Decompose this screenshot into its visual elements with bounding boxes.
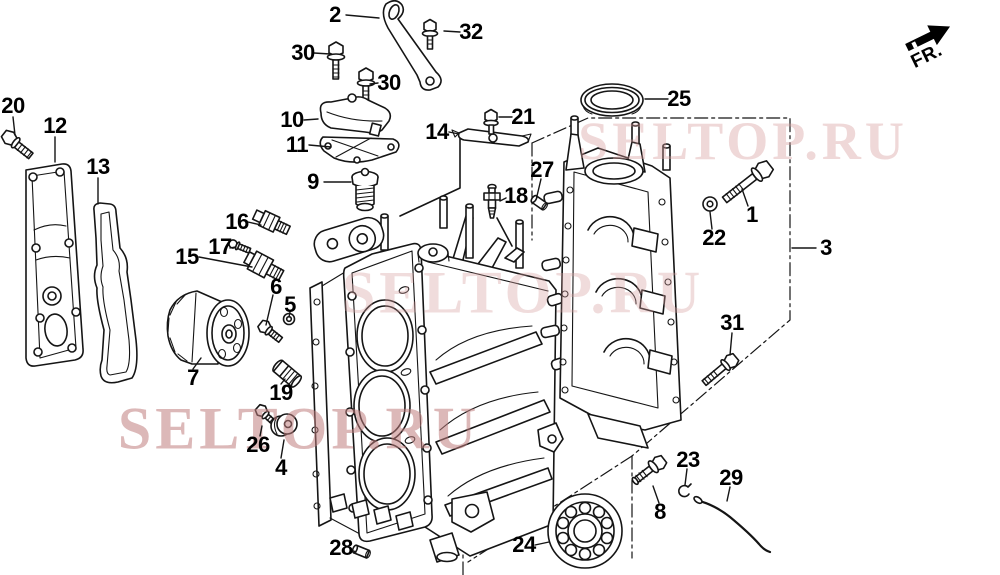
leader-line-4 [280,439,285,459]
leader-line-1 [741,188,749,207]
leader-line-5 [288,311,291,318]
leader-line-24 [534,541,550,546]
leader-line-2 [345,14,380,19]
leader-line-20 [12,116,16,136]
part-label-6: 6 [270,274,282,299]
bolt-21-drawing [483,108,499,135]
leader-line-7 [192,357,202,370]
leader-line-30 [313,52,331,55]
part-label-14: 14 [425,119,449,144]
bolt-31-drawing [701,352,740,387]
part-label-25: 25 [667,86,691,111]
joint-plate-14-drawing [451,128,532,147]
leader-line-29 [726,486,731,502]
part-label-2: 2 [329,2,341,27]
part-label-27: 27 [530,157,554,182]
dowel-pin-27-drawing [530,194,549,211]
part-label-8: 8 [654,499,666,524]
part-label-31: 31 [720,310,744,335]
part-label-1: 1 [746,202,758,227]
leader-line-32 [443,30,461,33]
o-ring-25-drawing [580,83,644,117]
clip-23-drawing [678,483,692,498]
leader-line-31 [729,332,733,356]
part-label-9: 9 [307,169,319,194]
ball-bearing-24-drawing [547,493,623,569]
part-label-23: 23 [676,447,700,472]
washer-22-drawing [702,196,718,212]
part-label-30: 30 [377,70,401,95]
part-label-29: 29 [719,465,743,490]
leader-line-26 [259,425,263,437]
thermostat-9-drawing [351,167,379,212]
gasket-13-drawing [93,202,138,384]
leader-line-10 [303,118,319,121]
leader-line-16 [247,221,262,226]
oil-filter-7-drawing [166,290,250,367]
crankcase-3-drawing [540,115,682,449]
oil-tube-29-drawing [693,495,772,554]
leader-line-15 [198,256,253,268]
part-label-15: 15 [175,244,199,269]
thermo-sensor-15-drawing [243,250,285,282]
oil-pressure-switch-16-drawing [251,209,291,236]
stay-bracket-2-drawing [382,0,442,91]
leader-line-19 [280,378,286,385]
leader-line-22 [709,211,713,230]
part-label-11: 11 [285,132,309,157]
bolt-32-drawing [421,18,439,50]
bolt-20-drawing [0,129,34,160]
part-label-3: 3 [820,235,832,260]
leader-line-17 [229,246,236,249]
cylinder-block-drawing [309,195,568,563]
plug-19-drawing [272,359,303,388]
part-label-16: 16 [225,209,249,234]
bolt-30a-drawing [326,41,346,80]
breather-gasket-11-drawing [319,122,400,164]
part-label-4: 4 [275,455,287,480]
joint-bolt-18-drawing [483,183,501,219]
part-label-7: 7 [187,365,199,390]
leader-line-8 [652,485,660,504]
leader-line-27 [536,178,542,197]
part-label-24: 24 [512,532,536,557]
leader-line-14 [448,131,460,135]
leader-line-30 [369,82,379,85]
bolt-6-drawing [257,319,284,344]
part-label-5: 5 [284,292,296,317]
leader-line-28 [350,549,357,553]
part-label-21: 21 [511,104,535,129]
part-label-26: 26 [246,432,270,457]
washer-5-drawing [282,312,296,326]
screw-17-drawing [228,239,252,254]
flange-bolt-1-drawing [721,160,775,204]
part-label-10: 10 [280,107,304,132]
part-label-28: 28 [329,535,353,560]
leader-line-18 [499,197,507,202]
leader-line-11 [308,144,332,148]
part-label-22: 22 [702,225,726,250]
sealing-cap-4-drawing [270,413,298,437]
bolt-26-drawing [254,403,278,427]
part-label-30: 30 [291,40,315,65]
joint-bolt-8-drawing [631,454,668,486]
fr-direction-arrow-icon [905,25,951,52]
part-label-32: 32 [459,19,483,44]
part-label-19: 19 [269,380,293,405]
part-label-20: 20 [1,93,25,118]
part-label-18: 18 [504,183,528,208]
part-label-12: 12 [43,113,67,138]
assembly-connector-lines [399,135,513,247]
part-label-13: 13 [86,154,110,179]
front-direction-indicator: FR. [899,0,1000,91]
part-label-17: 17 [208,234,232,259]
leader-line-23 [684,468,688,486]
leader-line-6 [265,294,274,326]
cover-plate-12-drawing [25,163,84,367]
